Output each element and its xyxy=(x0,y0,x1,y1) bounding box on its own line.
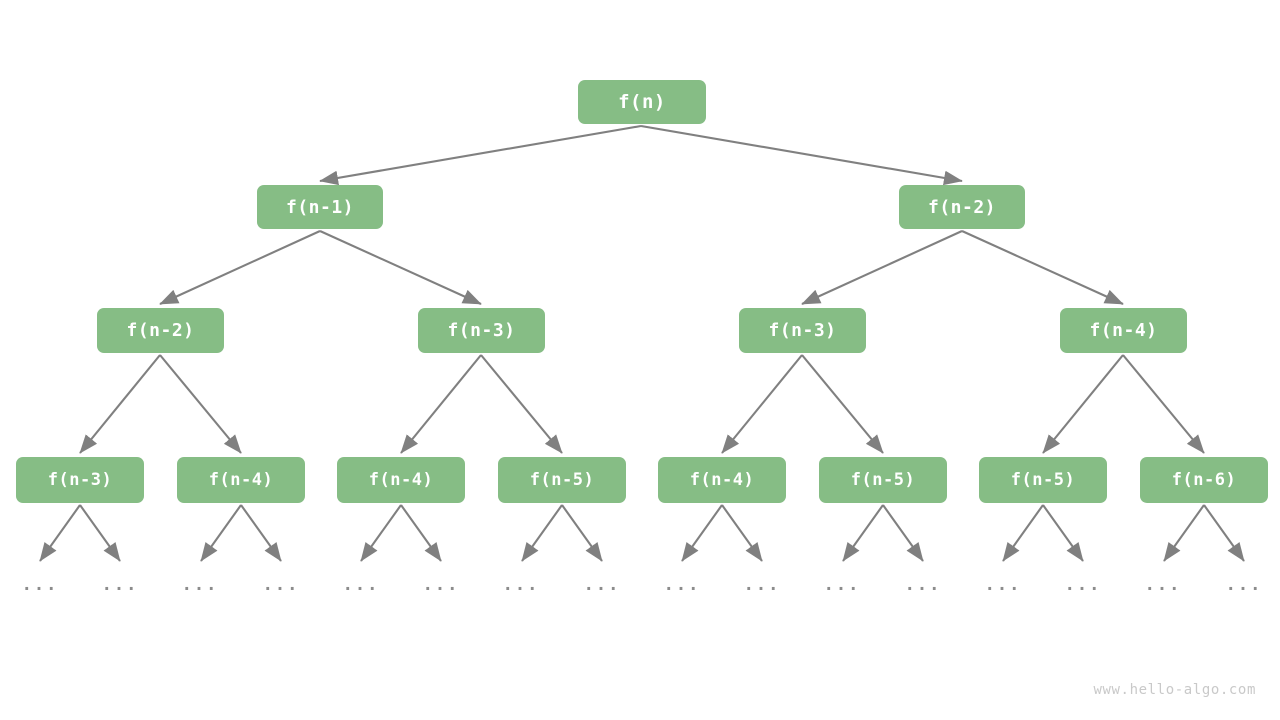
tree-node-label: f(n-4) xyxy=(1089,320,1158,341)
tree-edge xyxy=(681,504,723,562)
tree-node-level-4-1: f(n-4) xyxy=(177,457,305,503)
tree-edge xyxy=(200,504,242,562)
watermark: www.hello-algo.com xyxy=(1093,682,1256,698)
tree-edge xyxy=(1002,504,1044,562)
tree-edge xyxy=(882,504,924,562)
ellipsis-marker: ... xyxy=(342,575,380,595)
ellipsis-marker: ... xyxy=(21,575,59,595)
ellipsis-marker: ... xyxy=(101,575,139,595)
tree-edge xyxy=(1122,354,1205,454)
tree-node-label: f(n-5) xyxy=(529,470,595,490)
tree-node-level-4-5: f(n-5) xyxy=(819,457,947,503)
tree-edge xyxy=(1203,504,1245,562)
tree-node-label: f(n) xyxy=(618,91,666,113)
ellipsis-marker: ... xyxy=(502,575,540,595)
tree-node-level-4-2: f(n-4) xyxy=(337,457,465,503)
tree-node-label: f(n-3) xyxy=(768,320,837,341)
tree-edge xyxy=(961,230,1124,305)
tree-edge xyxy=(1163,504,1205,562)
ellipsis-marker: ... xyxy=(422,575,460,595)
tree-edge xyxy=(842,504,884,562)
tree-edge xyxy=(801,230,963,305)
tree-edge xyxy=(400,354,482,454)
ellipsis-marker: ... xyxy=(663,575,701,595)
tree-node-level-4-0: f(n-3) xyxy=(16,457,144,503)
tree-node-label: f(n-3) xyxy=(47,470,113,490)
tree-edge xyxy=(360,504,402,562)
tree-node-label: f(n-2) xyxy=(927,196,997,218)
tree-node-level-1-0: f(n) xyxy=(578,80,706,124)
tree-edge xyxy=(561,504,603,562)
tree-node-level-3-2: f(n-3) xyxy=(739,308,866,353)
ellipsis-marker: ... xyxy=(823,575,861,595)
tree-node-level-4-6: f(n-5) xyxy=(979,457,1107,503)
ellipsis-marker: ... xyxy=(904,575,942,595)
tree-node-label: f(n-5) xyxy=(850,470,916,490)
tree-edge xyxy=(319,230,482,305)
tree-node-label: f(n-4) xyxy=(368,470,434,490)
tree-node-level-4-4: f(n-4) xyxy=(658,457,786,503)
tree-node-label: f(n-5) xyxy=(1010,470,1076,490)
tree-node-label: f(n-4) xyxy=(208,470,274,490)
tree-node-level-4-7: f(n-6) xyxy=(1140,457,1268,503)
tree-edge xyxy=(480,354,563,454)
ellipsis-marker: ... xyxy=(181,575,219,595)
tree-edge xyxy=(1042,354,1124,454)
ellipsis-marker: ... xyxy=(583,575,621,595)
tree-edge xyxy=(159,230,321,305)
tree-edge xyxy=(721,504,763,562)
ellipsis-marker: ... xyxy=(1225,575,1263,595)
tree-node-label: f(n-6) xyxy=(1171,470,1237,490)
tree-edge xyxy=(159,354,242,454)
ellipsis-marker: ... xyxy=(1064,575,1102,595)
ellipsis-marker: ... xyxy=(262,575,300,595)
tree-node-level-4-3: f(n-5) xyxy=(498,457,626,503)
tree-edge xyxy=(521,504,563,562)
tree-node-level-3-3: f(n-4) xyxy=(1060,308,1187,353)
tree-edge xyxy=(240,504,282,562)
tree-edge xyxy=(801,354,884,454)
tree-node-label: f(n-4) xyxy=(689,470,755,490)
tree-edge xyxy=(400,504,442,562)
tree-edge xyxy=(319,124,642,186)
tree-edge xyxy=(640,124,963,186)
tree-node-level-3-0: f(n-2) xyxy=(97,308,224,353)
tree-node-label: f(n-2) xyxy=(126,320,195,341)
tree-node-label: f(n-1) xyxy=(285,196,355,218)
tree-edge xyxy=(1042,504,1084,562)
tree-node-level-2-0: f(n-1) xyxy=(257,185,383,229)
ellipsis-marker: ... xyxy=(1144,575,1182,595)
tree-edge xyxy=(721,354,803,454)
tree-edge xyxy=(79,354,161,454)
tree-node-label: f(n-3) xyxy=(447,320,516,341)
ellipsis-marker: ... xyxy=(743,575,781,595)
tree-node-level-3-1: f(n-3) xyxy=(418,308,545,353)
tree-edge xyxy=(39,504,81,562)
ellipsis-marker: ... xyxy=(984,575,1022,595)
tree-edge xyxy=(79,504,121,562)
tree-node-level-2-1: f(n-2) xyxy=(899,185,1025,229)
